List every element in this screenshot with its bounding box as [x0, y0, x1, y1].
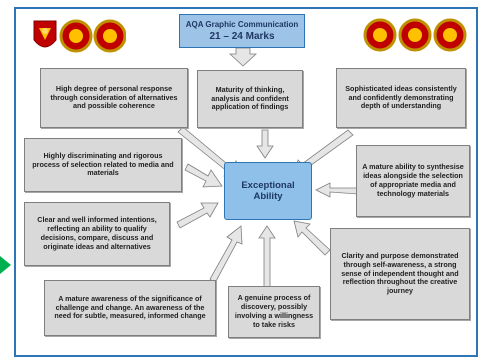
gold-medallion-icon [433, 18, 467, 52]
left-emblems [33, 19, 126, 53]
center-line-2: Ability [253, 191, 283, 202]
title-line-2: 21 – 24 Marks [209, 31, 275, 42]
gold-medallion-icon [363, 18, 397, 52]
note-challenge: A mature awareness of the significance o… [44, 280, 216, 336]
note-maturity: Maturity of thinking, analysis and confi… [197, 70, 303, 128]
note-intentions: Clear and well informed intentions, refl… [24, 202, 170, 266]
green-arrow-icon [0, 256, 11, 274]
gold-medallion-icon [59, 19, 93, 53]
arrow-from-discriminating [184, 163, 223, 188]
gold-medallion-icon [93, 19, 126, 53]
gold-medallion-icon [398, 18, 432, 52]
title-box: AQA Graphic Communication 21 – 24 Marks [179, 14, 305, 48]
note-synthesise: A mature ability to synthesise ideas alo… [356, 145, 470, 217]
note-personal-response: High degree of personal response through… [40, 68, 188, 128]
center-line-1: Exceptional [241, 179, 295, 191]
note-clarity: Clarity and purpose demonstrated through… [330, 228, 470, 320]
note-discovery: A genuine process of discovery, possibly… [228, 286, 320, 338]
right-emblems [363, 18, 467, 52]
arrow-from-maturity [256, 129, 274, 159]
arrow-from-discovery [258, 225, 276, 289]
arrow-from-challenge [209, 225, 243, 284]
shield-crest-icon [33, 20, 57, 48]
note-sophisticated: Sophisticated ideas consistently and con… [336, 68, 466, 128]
title-down-arrow [228, 47, 258, 67]
title-line-1: AQA Graphic Communication [185, 20, 299, 29]
center-box: Exceptional Ability [224, 162, 312, 220]
arrow-from-clarity [293, 220, 331, 256]
note-discriminating: Highly discriminating and rigorous proce… [24, 138, 182, 192]
arrow-from-intentions [176, 202, 219, 229]
arrow-from-synthesise [315, 182, 359, 198]
